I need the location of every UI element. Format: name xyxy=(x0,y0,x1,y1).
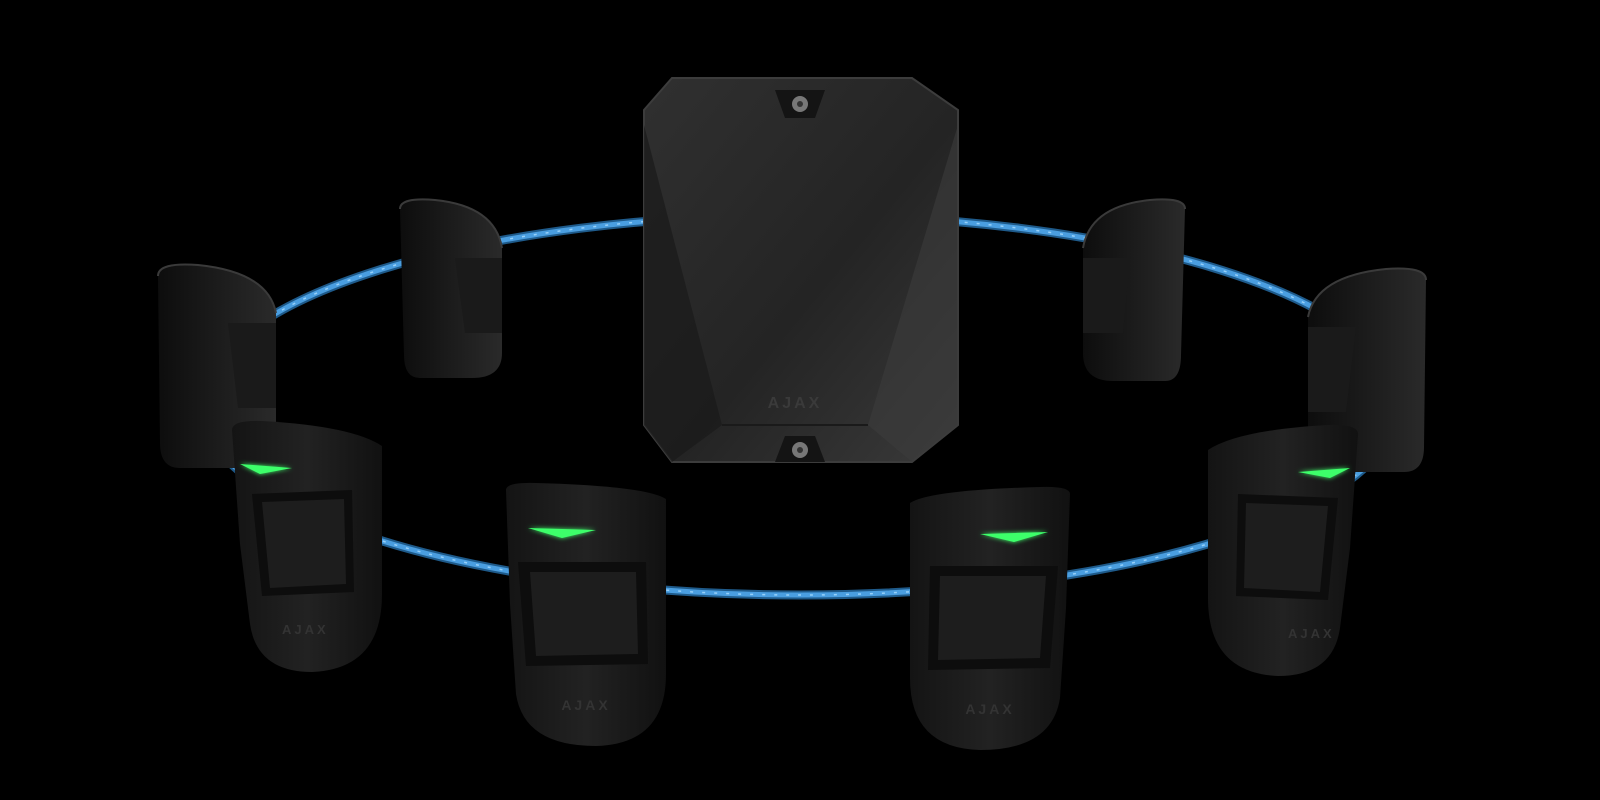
detector-front-center-right: AJAX xyxy=(910,486,1070,750)
led-indicator-icon xyxy=(240,464,292,474)
detector-back-far-left xyxy=(157,263,277,468)
led-indicator-icon xyxy=(528,528,596,538)
detector-back-far-right xyxy=(1307,267,1427,472)
led-indicator-icon xyxy=(1298,468,1350,478)
detector-front-left: AJAX xyxy=(232,420,382,672)
hub-module: AJAX xyxy=(643,77,959,463)
detector-front-right: AJAX xyxy=(1208,424,1358,676)
detector-brand-logo: AJAX xyxy=(282,622,329,637)
hub-brand-logo: AJAX xyxy=(768,395,823,412)
detector-front-center-left: AJAX xyxy=(506,482,666,746)
detector-brand-logo: AJAX xyxy=(561,697,610,713)
detector-back-left xyxy=(399,198,503,378)
screw-bottom-icon xyxy=(775,436,825,462)
detector-brand-logo: AJAX xyxy=(965,701,1014,717)
led-indicator-icon xyxy=(980,532,1048,542)
screw-top-icon xyxy=(775,90,825,118)
detector-back-right xyxy=(1082,198,1186,381)
detector-brand-logo: AJAX xyxy=(1288,626,1335,641)
